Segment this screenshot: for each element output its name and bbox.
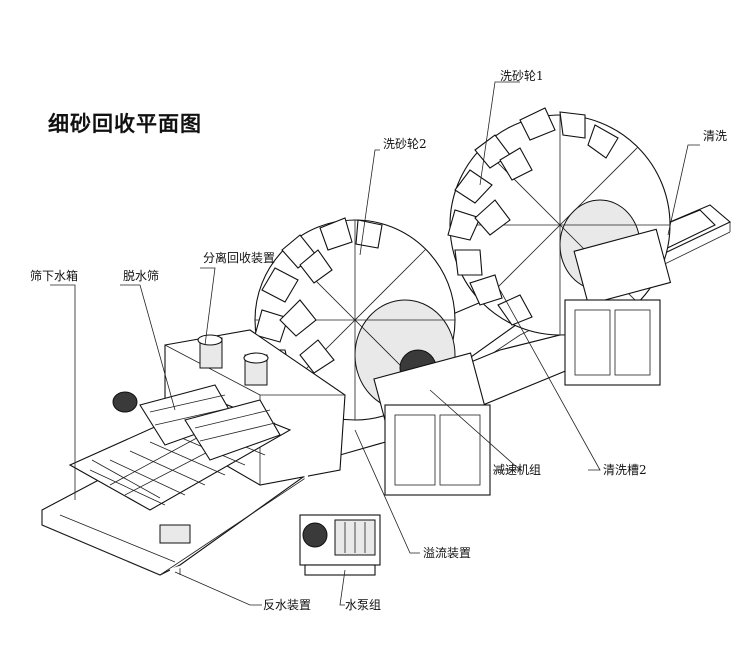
label-reducer-unit: 减速机组 bbox=[493, 463, 541, 477]
label-separation-recovery: 分离回收装置 bbox=[203, 250, 275, 265]
label-wash-tank-1: 清洗 bbox=[703, 129, 727, 143]
overflow-pipe bbox=[169, 408, 308, 572]
label-dewatering-screen: 脱水筛 bbox=[123, 268, 159, 283]
label-sand-wheel-1: 洗砂轮1 bbox=[500, 69, 544, 83]
label-pump-unit: 水泵组 bbox=[345, 598, 381, 612]
label-overflow-device: 溢流装置 bbox=[423, 546, 471, 560]
label-screen-water-tank: 筛下水箱 bbox=[30, 268, 78, 283]
pump-unit bbox=[299, 514, 381, 576]
label-sand-wheel-2: 洗砂轮2 bbox=[383, 137, 427, 151]
diagram-title: 细砂回收平面图 bbox=[48, 112, 202, 136]
reducer-frame-2 bbox=[384, 404, 491, 496]
reducer-frame-1 bbox=[564, 299, 661, 386]
label-wash-tank-2: 清洗槽2 bbox=[603, 463, 647, 477]
sand-wheel-1 bbox=[447, 107, 672, 336]
leader-lines bbox=[50, 81, 700, 606]
dewatering-screen bbox=[68, 384, 292, 544]
label-return-water-device: 反水装置 bbox=[263, 598, 311, 612]
